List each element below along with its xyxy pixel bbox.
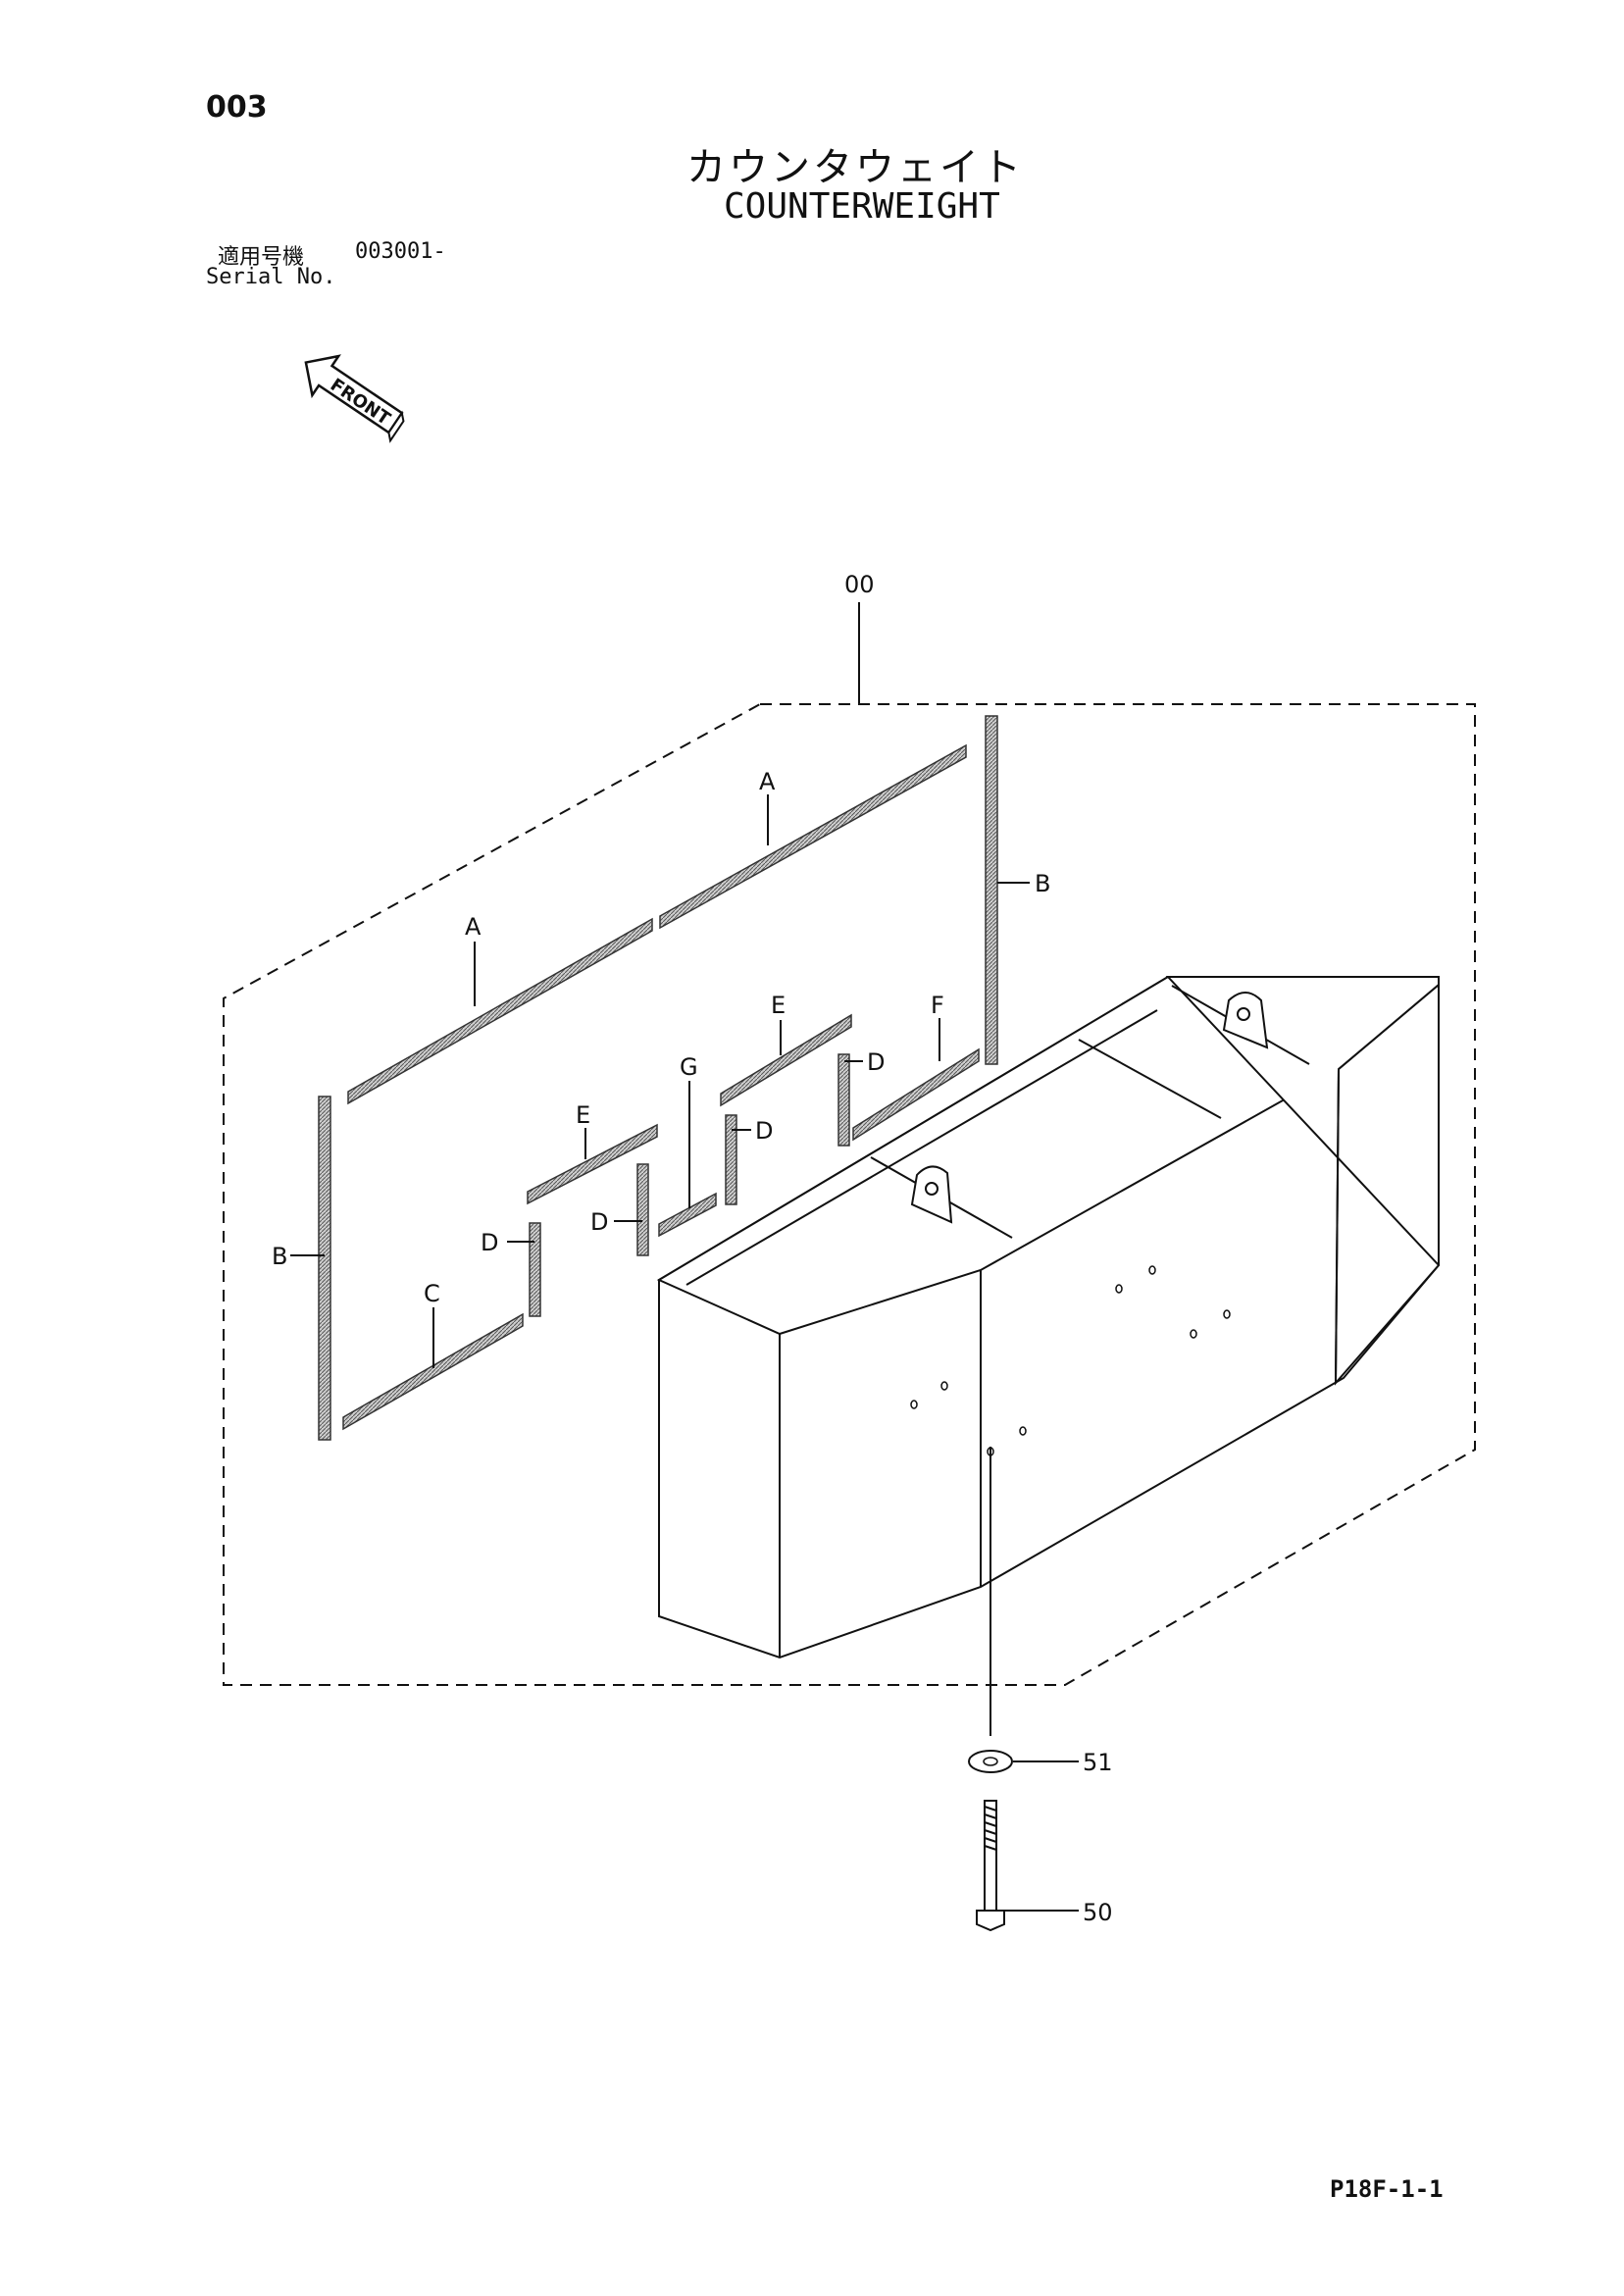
seal-leader-lines <box>290 794 1030 1368</box>
seal-strip-d4 <box>837 1053 850 1147</box>
seal-strips <box>318 715 998 1441</box>
page-number: 003 <box>206 90 268 125</box>
serial-label-japanese: 適用号機 <box>218 245 305 270</box>
label-e: E <box>771 992 786 1019</box>
group-callout: 00 <box>844 571 875 704</box>
label-d: D <box>755 1117 773 1145</box>
title-english: COUNTERWEIGHT <box>724 186 1000 227</box>
washer-icon: 51 <box>968 1749 1113 1776</box>
seal-strip-b-right <box>985 715 998 1065</box>
seal-strip-c <box>342 1312 524 1431</box>
seal-strip-a1 <box>347 917 653 1105</box>
seal-strip-d1 <box>529 1222 541 1317</box>
callout-00-label: 00 <box>844 571 875 598</box>
label-a: A <box>759 768 776 795</box>
title-japanese: カウンタウェイト <box>686 145 1024 190</box>
label-f: F <box>931 992 944 1019</box>
front-arrow-icon: FRONT <box>304 354 405 443</box>
serial-label-english: Serial No. <box>206 265 336 289</box>
label-a: A <box>465 913 482 941</box>
callout-51: 51 <box>1083 1749 1113 1776</box>
assembly-boundary <box>223 703 1476 1686</box>
label-b: B <box>1035 870 1050 897</box>
label-c: C <box>424 1280 440 1307</box>
counterweight-body <box>656 976 1441 1659</box>
seal-strip-e2 <box>720 1013 852 1107</box>
label-e: E <box>576 1101 590 1129</box>
seal-strip-a2 <box>659 743 967 930</box>
label-d: D <box>867 1048 885 1076</box>
label-d: D <box>481 1229 498 1256</box>
seal-strip-b-left <box>318 1096 331 1441</box>
lifting-eye-icon <box>1222 992 1269 1049</box>
serial-number-value: 003001- <box>355 239 446 264</box>
seal-strip-g <box>658 1192 717 1238</box>
footer-code: P18F-1-1 <box>1330 2175 1444 2203</box>
label-g: G <box>680 1053 698 1081</box>
seal-strip-d3 <box>725 1114 737 1205</box>
label-b: B <box>272 1243 287 1270</box>
label-d: D <box>590 1208 608 1236</box>
bolt-icon: 50 <box>976 1800 1113 1932</box>
seal-strip-e1 <box>527 1123 658 1205</box>
lifting-eye-icon <box>910 1165 953 1224</box>
seal-strip-d2 <box>636 1163 649 1256</box>
seal-strip-f <box>852 1047 980 1142</box>
callout-50: 50 <box>1083 1899 1113 1926</box>
